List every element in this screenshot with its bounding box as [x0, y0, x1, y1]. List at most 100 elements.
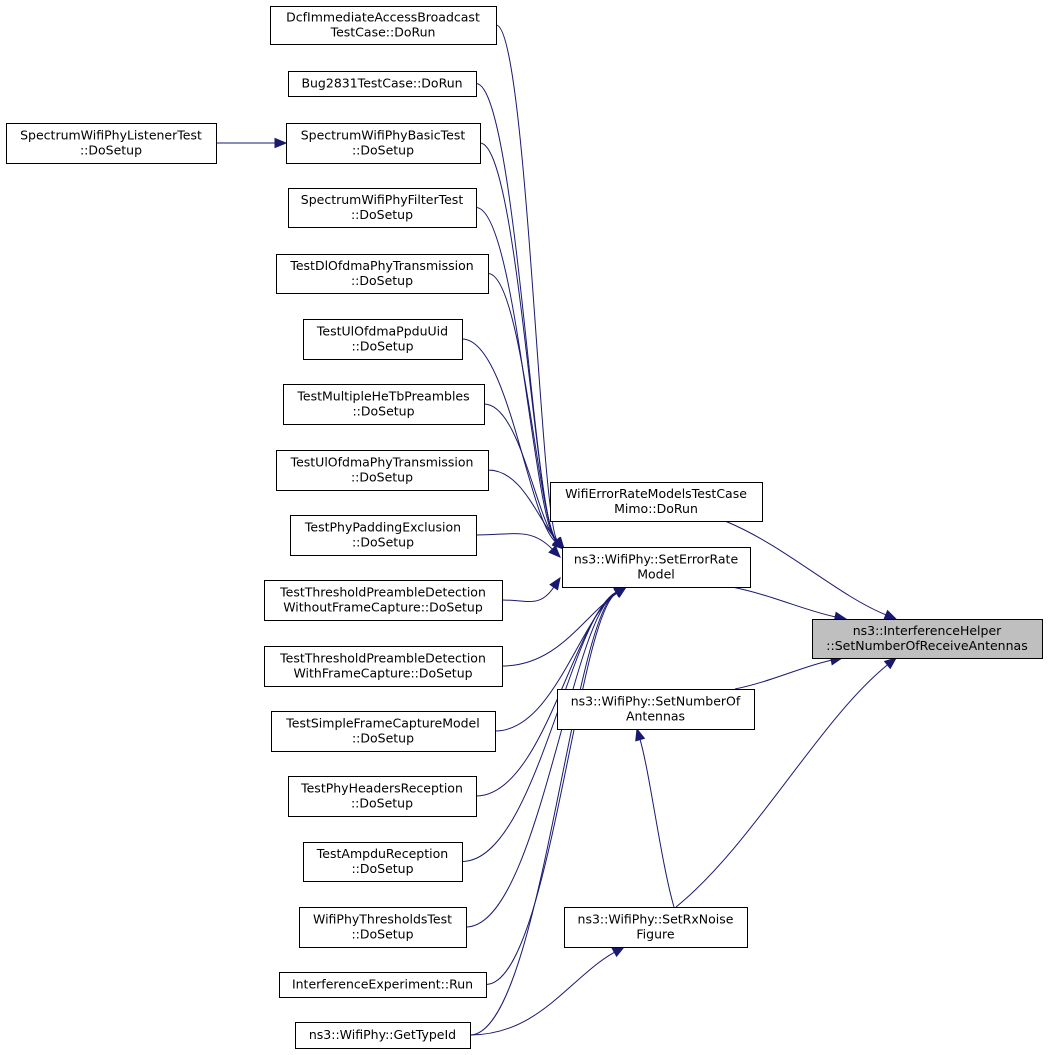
arrow-head: [552, 536, 565, 550]
node-padding[interactable]: TestPhyPaddingExclusion::DoSetup: [290, 515, 477, 556]
node-box: [6, 123, 217, 164]
node-label-line: ::DoSetup: [351, 273, 413, 288]
node-box: [264, 580, 503, 621]
node-label-line: TestPhyHeadersReception: [300, 781, 463, 796]
edge-padding-to-seterr: [475, 533, 561, 558]
edge-line: [731, 586, 836, 618]
node-ulppdu[interactable]: TestUlOfdmaPpduUid::DoSetup: [303, 319, 463, 360]
node-ampdu[interactable]: TestAmpduReception::DoSetup: [303, 842, 463, 882]
node-box: [288, 188, 477, 228]
node-listener[interactable]: SpectrumWifiPhyListenerTest::DoSetup: [6, 123, 217, 164]
node-label-line: TestUlOfdmaPpduUid: [316, 324, 448, 339]
node-dcf[interactable]: DcfImmediateAccessBroadcastTestCase::DoR…: [270, 6, 497, 45]
edge-gettypeid-to-setrxnoise: [469, 946, 626, 1036]
edge-ulofdma-to-seterr: [487, 469, 565, 550]
node-gettypeid[interactable]: ns3::WifiPhy::GetTypeId: [295, 1022, 471, 1049]
node-label-line: ::DoSetup: [352, 143, 414, 158]
arrow-head: [611, 946, 626, 958]
node-label-line: TestPhyPaddingExclusion: [304, 520, 461, 535]
node-box: [279, 972, 487, 998]
node-label-line: ::DoSetup: [352, 731, 414, 746]
node-label-line: ::DoSetup: [351, 927, 413, 942]
edge-line: [469, 591, 617, 1036]
node-label-line: Antennas: [626, 709, 685, 724]
node-headers[interactable]: TestPhyHeadersReception::DoSetup: [288, 776, 477, 817]
node-ulofdma[interactable]: TestUlOfdmaPhyTransmission::DoSetup: [276, 450, 489, 491]
node-box: [550, 482, 763, 522]
node-box: [276, 254, 489, 294]
arrow-head: [274, 137, 288, 149]
node-box: [286, 123, 481, 164]
nodes-layer: DcfImmediateAccessBroadcastTestCase::DoR…: [6, 6, 1043, 1049]
edge-setrxnoise-to-setnumant: [635, 727, 675, 908]
node-label-line: Figure: [636, 927, 674, 942]
node-basic[interactable]: SpectrumWifiPhyBasicTest::DoSetup: [286, 123, 481, 164]
node-label-line: ::DoSetup: [351, 470, 413, 485]
node-interf[interactable]: InterferenceExperiment::Run: [279, 972, 487, 998]
node-label-line: ns3::WifiPhy::SetNumberOf: [571, 694, 741, 709]
node-box: [557, 689, 755, 730]
node-label-line: ::DoSetup: [351, 339, 413, 354]
node-label-line: WithFrameCapture::DoSetup: [293, 666, 472, 681]
node-box: [562, 547, 751, 588]
arrow-head: [883, 609, 898, 620]
node-label-line: ns3::InterferenceHelper: [853, 623, 1002, 638]
edge-line: [487, 469, 558, 542]
edge-thrwo-to-seterr: [501, 576, 561, 603]
node-label-line: TestMultipleHeTbPreambles: [296, 389, 469, 404]
node-label-line: ::DoSetup: [351, 796, 413, 811]
edge-line: [639, 739, 675, 908]
node-bug2831[interactable]: Bug2831TestCase::DoRun: [288, 71, 477, 97]
node-label-line: TestDlOfdmaPhyTransmission: [289, 258, 473, 273]
arrow-head: [549, 576, 561, 591]
node-label-line: TestThresholdPreambleDetection: [279, 585, 486, 600]
node-target: ns3::InterferenceHelper::SetNumberOfRece…: [812, 619, 1043, 659]
node-box: [295, 1022, 471, 1049]
edge-mimo-to-target: [724, 520, 898, 620]
node-box: [288, 776, 477, 817]
node-label-line: InterferenceExperiment::Run: [292, 977, 473, 992]
node-label-line: Model: [637, 567, 675, 582]
edge-setnumant-to-target: [734, 655, 844, 690]
node-label-line: ::DoSetup: [80, 143, 142, 158]
node-label-line: WifiPhyThresholdsTest: [313, 912, 452, 927]
node-label-line: ns3::WifiPhy::SetErrorRate: [574, 552, 739, 567]
node-box: [299, 907, 467, 948]
edge-line: [724, 520, 887, 616]
node-filter[interactable]: SpectrumWifiPhyFilterTest::DoSetup: [288, 188, 477, 228]
node-multihetb[interactable]: TestMultipleHeTbPreambles::DoSetup: [283, 384, 485, 425]
node-thrwo[interactable]: TestThresholdPreambleDetectionWithoutFra…: [264, 580, 503, 621]
node-label-line: TestUlOfdmaPhyTransmission: [290, 455, 474, 470]
edge-multihetb-to-seterr: [483, 403, 565, 550]
node-box: [303, 319, 463, 360]
node-dlofdma[interactable]: TestDlOfdmaPhyTransmission::DoSetup: [276, 254, 489, 294]
node-label-line: SpectrumWifiPhyListenerTest: [20, 128, 202, 143]
node-simplecap[interactable]: TestSimpleFrameCaptureModel::DoSetup: [271, 711, 496, 752]
node-thrwith[interactable]: TestThresholdPreambleDetectionWithFrameC…: [264, 646, 503, 687]
node-box: [264, 646, 503, 687]
node-label-line: Bug2831TestCase::DoRun: [301, 76, 462, 91]
edge-dcf-to-seterr: [495, 24, 565, 551]
edge-line: [461, 591, 617, 862]
edges-layer: [215, 24, 898, 1036]
arrow-head: [883, 657, 898, 670]
node-box: [564, 907, 748, 948]
node-label-line: TestAmpduReception: [316, 846, 448, 861]
edge-setrxnoise-to-target: [675, 657, 898, 908]
node-box: [283, 384, 485, 425]
node-label-line: WifiErrorRateModelsTestCase: [565, 486, 747, 501]
arrow-head: [635, 727, 646, 742]
node-thresholds[interactable]: WifiPhyThresholdsTest::DoSetup: [299, 907, 467, 948]
node-label-line: ns3::WifiPhy::GetTypeId: [309, 1027, 456, 1042]
edge-line: [485, 592, 617, 985]
node-label-line: ::DoSetup: [351, 861, 413, 876]
node-label-line: ::DoSetup: [352, 535, 414, 550]
edge-thresholds-to-seterr: [465, 586, 628, 928]
node-label-line: SpectrumWifiPhyBasicTest: [301, 128, 466, 143]
edge-line: [675, 664, 888, 908]
